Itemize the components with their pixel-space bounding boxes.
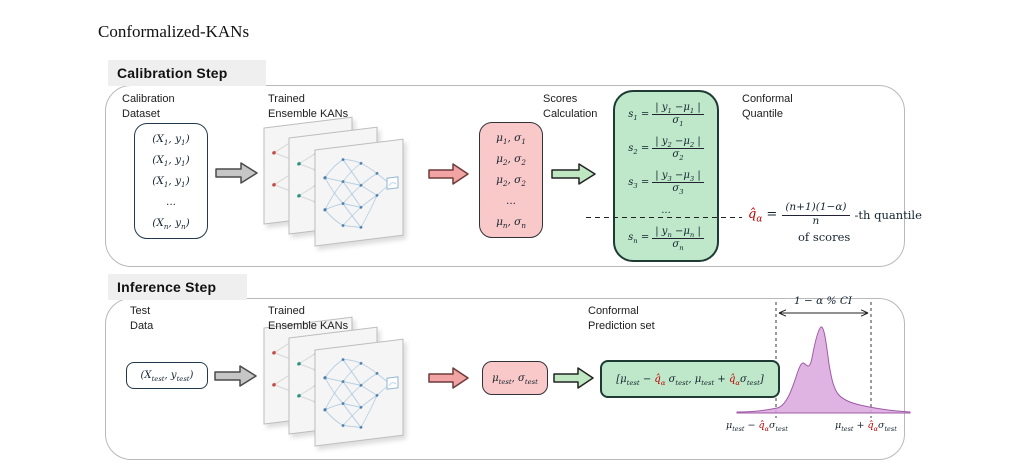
arrow-right-pink-icon [428,367,469,389]
prediction-set-box: [μtest − q̂α σtest, μtest + q̂ασtest] [600,360,780,398]
scores-box: s1 = | y1 −μ1 |σ1 s2 = | y2 −μ2 |σ2 s3 =… [613,90,719,262]
page-title: Conformalized-KANs [98,22,250,41]
test-item: (Xtest, ytest) [140,370,194,383]
kans-label-line1: Trained [268,93,305,105]
quantile-tail: -th quantile [854,207,922,222]
score-ellipsis: ... [661,204,671,216]
inference-step-header: Inference Step [108,274,247,300]
ci-label: 1 − α % CI [793,295,853,307]
dataset-item-ellipsis: ... [165,196,176,208]
quantile-denominator: n [812,214,820,227]
calibration-dataset-label-line2: Dataset [122,108,160,120]
prediction-set-formula: [μtest − q̂α σtest, μtest + q̂ασtest] [616,373,764,387]
arrow-right-gray-icon [214,365,257,387]
mu-sigma-item: μ2, σ2 [496,153,526,168]
mu-sigma-box: μ1, σ1 μ2, σ2 μ2, σ2 ... μn, σn [479,122,543,238]
plot-upper-bound-label: μtest + q̂ασtest [835,420,897,433]
score-lhs: s2 = [628,142,650,156]
kans-label-line1: Trained [268,305,305,317]
mu-sigma-item: μ1, σ1 [496,132,526,147]
score-den: σn [672,238,684,252]
score-row: s1 = | y1 −μ1 |σ1 [628,102,704,129]
score-den: σ2 [672,149,684,163]
quantile-numerator: (n+1)(1−α) [782,201,850,216]
calibration-step-header: Calibration Step [108,60,266,86]
qhat-alpha-equals: q̂α = [748,207,778,225]
dataset-item: (X1, y1) [152,154,190,169]
trained-ensemble-kans-label: Trained Ensemble KANs [268,92,348,122]
kans-label-line2: Ensemble KANs [268,108,349,120]
score-lhs: sn = [628,232,650,246]
calibration-dataset-label: Calibration Dataset [122,92,175,122]
mu-sigma-item-ellipsis: ... [505,195,516,207]
quantile-threshold-dashed-line [586,217,742,219]
score-num: | y2 −μ2 | [652,136,704,150]
scores-calculation-label: Scores Calculation [543,92,597,122]
conformal-quantile-label: Conformal Quantile [742,92,793,122]
test-data-box: (Xtest, ytest) [126,362,208,389]
scores-label-line2: Calculation [543,108,598,120]
dataset-item: (X1, y1) [152,175,190,190]
score-den: σ1 [672,115,684,129]
score-lhs: s3 = [628,176,650,190]
kan-ensemble-stack [263,116,404,247]
score-num: | y3 −μ3 | [652,170,704,184]
score-num: | yn −μn | [652,226,704,239]
score-lhs: s1 = [628,108,650,122]
calibration-dataset-box: (X1, y1) (X1, y1) (X1, y1) ... (Xn, yn) [134,123,208,239]
plot-lower-bound-label: μtest − q̂ασtest [726,420,788,433]
score-row: s2 = | y2 −μ2 |σ2 [628,136,704,163]
test-data-label: Test Data [130,304,153,334]
trained-ensemble-kans-label: Trained Ensemble KANs [268,304,348,334]
conformal-prediction-set-label: Conformal Prediction set [588,304,655,334]
arrow-right-gray-icon [215,162,258,184]
mu-sigma-test: μtest, σtest [492,372,538,386]
dataset-item: (Xn, yn) [152,217,190,232]
mu-sigma-test-box: μtest, σtest [482,361,548,395]
conformal-quantile-formula: q̂α = (n+1)(1−α) n -th quantile [748,201,922,227]
mu-sigma-item: μn, σn [496,216,526,231]
pred-label-line2: Prediction set [588,320,655,332]
score-row: s3 = | y3 −μ3 |σ3 [628,170,704,197]
dataset-item: (X1, y1) [152,133,190,148]
arrow-right-green-icon [551,163,596,185]
scores-label-line1: Scores [543,93,578,105]
quantile-of-scores: of scores [798,230,851,244]
arrow-right-pink-icon [428,163,469,185]
score-num: | y1 −μ1 | [652,102,704,116]
test-label-line2: Data [130,320,154,332]
kans-label-line2: Ensemble KANs [268,320,349,332]
mu-sigma-item: μ2, σ2 [496,174,526,189]
score-den: σ3 [672,183,684,197]
arrow-right-green-icon [553,367,594,389]
predictive-density-plot [736,302,911,418]
calibration-dataset-label-line1: Calibration [122,93,175,105]
kan-ensemble-stack [262,312,417,460]
quantile-label-line2: Quantile [742,108,783,120]
quantile-label-line1: Conformal [742,93,793,105]
score-row: sn = | yn −μn |σn [628,226,704,252]
test-label-line1: Test [130,305,151,317]
pred-label-line1: Conformal [588,305,639,317]
